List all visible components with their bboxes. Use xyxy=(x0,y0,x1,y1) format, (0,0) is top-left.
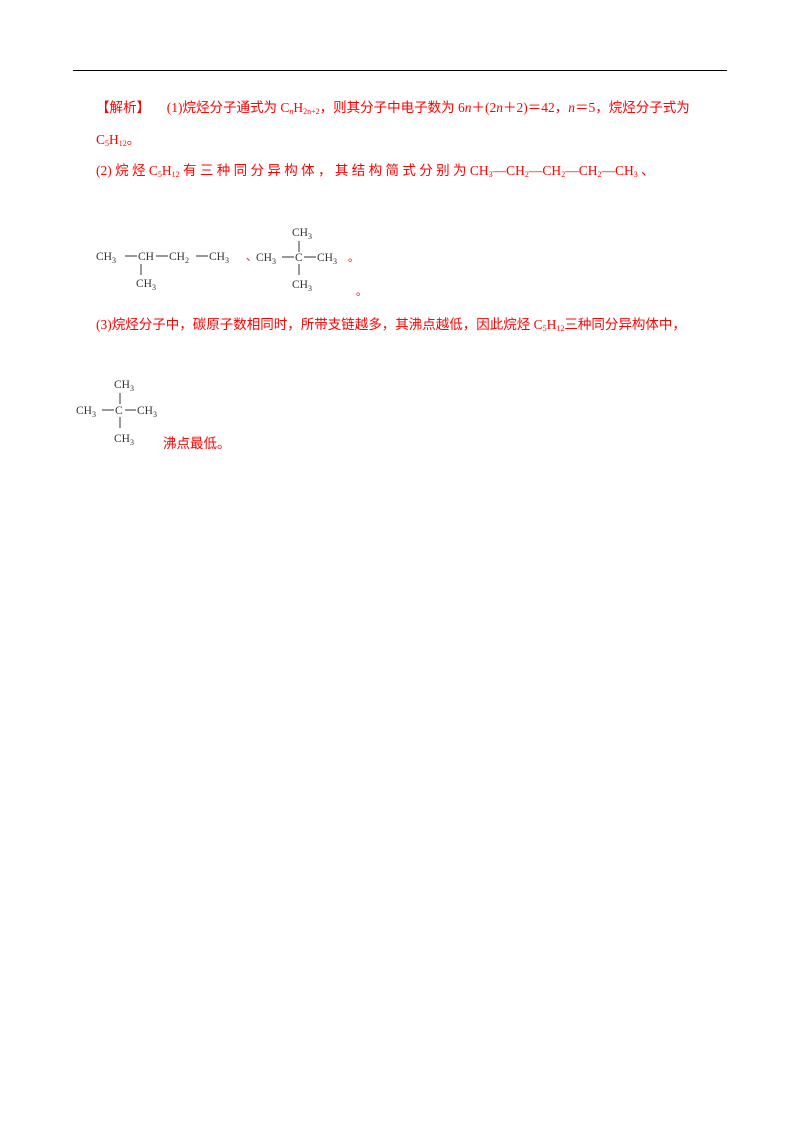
neopentane-structure-2: CH3 CH3 C CH3 CH3 xyxy=(76,379,157,447)
iso-main-ch3-right: CH3 xyxy=(209,251,229,265)
analysis-p1-line1: 【解析】 (1)烷烃分子通式为 CnH2n+2，则其分子中电子数为 6n＋(2n… xyxy=(96,100,690,116)
analysis-p3: (3)烷烃分子中，碳原子数相同时，所带支链越多，其沸点越低，因此烷烃 C5H12… xyxy=(96,317,686,333)
p2-separator: 、 xyxy=(246,251,257,263)
neo1-bottom-ch3: CH3 xyxy=(292,279,312,292)
isopentane-structure: CH3 CH CH2 CH3 CH3 xyxy=(96,251,229,290)
analysis-label: 【解析】 xyxy=(96,100,150,115)
analysis-p1-line2: C5H12。 xyxy=(96,132,141,148)
iso-branch-ch3: CH3 xyxy=(136,278,156,290)
neo2-left-ch3: CH3 xyxy=(76,405,96,419)
iso-main-ch: CH xyxy=(138,251,154,263)
p2-end-mark-2: 。 xyxy=(356,286,367,298)
iso-main-ch3-left: CH3 xyxy=(96,251,116,265)
p3-conclusion: 沸点最低。 xyxy=(163,436,231,451)
neo2-top-ch3: CH3 xyxy=(114,379,134,393)
neo2-center-c: C xyxy=(115,405,123,417)
neo1-center-c: C xyxy=(295,252,303,264)
analysis-p2: (2) 烷 烃 C5H12 有 三 种 同 分 异 构 体 ， 其 结 构 简 … xyxy=(96,163,655,179)
neo1-top-ch3: CH3 xyxy=(292,227,312,241)
neo2-bottom-ch3: CH3 xyxy=(114,433,134,447)
neopentane-structure-1: CH3 CH3 C CH3 CH3 xyxy=(256,227,337,292)
neo1-left-ch3: CH3 xyxy=(256,252,276,266)
neo1-right-ch3: CH3 xyxy=(317,252,337,266)
iso-main-ch2: CH2 xyxy=(169,251,189,265)
header-rule xyxy=(73,70,727,71)
neo2-right-ch3: CH3 xyxy=(137,405,157,419)
p2-end-mark-1: 。 xyxy=(348,252,359,264)
